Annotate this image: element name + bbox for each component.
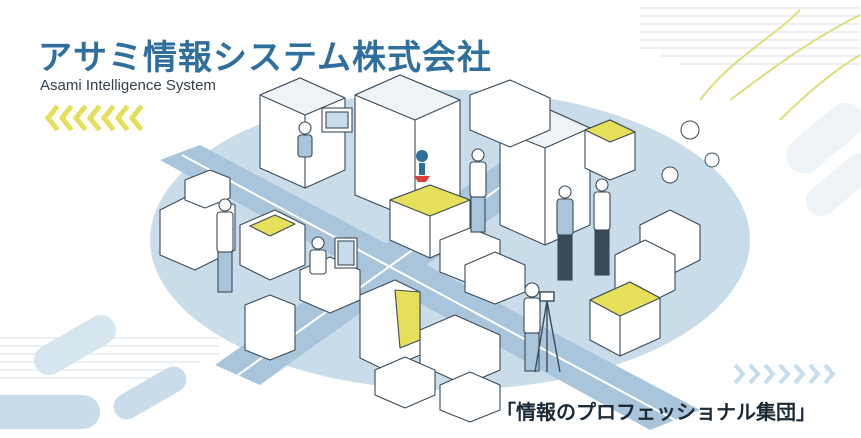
- decor-curves-top-right: [699, 9, 861, 121]
- buildings: [159, 74, 701, 423]
- people: [216, 121, 611, 372]
- person-desk-bottom: [309, 236, 327, 275]
- person-surveyor: [523, 282, 541, 372]
- company-logo-icon: [414, 150, 430, 182]
- decor-stripes-top-right: [640, 7, 860, 65]
- decor-stripes-bottom-left: [0, 337, 220, 379]
- computer-monitors: [321, 107, 358, 269]
- person-box: [556, 185, 574, 281]
- chevron-right-icon: [733, 363, 836, 385]
- person-left: [216, 198, 234, 293]
- person-phone: [469, 148, 487, 233]
- person-carrying: [593, 178, 611, 276]
- tagline: 「情報のプロフェッショナル集団」: [496, 400, 816, 424]
- person-desk-top: [297, 121, 313, 158]
- surveyor-tripod: [534, 291, 561, 373]
- decor-capsules-bottom-left: [0, 315, 187, 429]
- chevron-left-icon: [44, 104, 144, 132]
- company-name-english: Asami Intelligence System: [40, 77, 216, 94]
- decor-capsules-right: [786, 102, 861, 217]
- company-name: アサミ情報システム株式会社: [38, 38, 492, 78]
- decor-trees: [661, 120, 720, 184]
